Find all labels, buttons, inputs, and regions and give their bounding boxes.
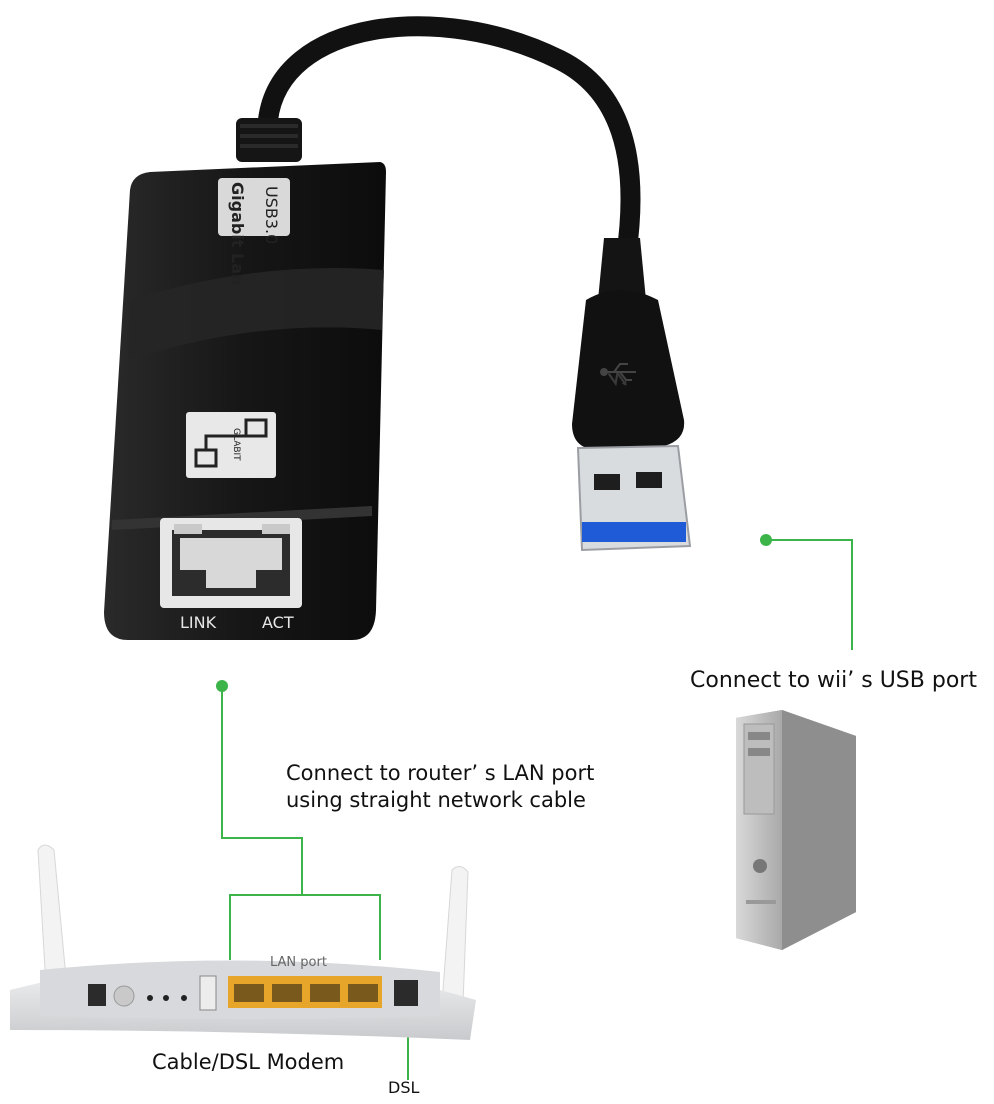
rj45-port	[160, 518, 302, 608]
dsl-caption: DSL	[388, 1078, 420, 1097]
usb-plug: ⭍	[572, 238, 692, 552]
usb-symbol-icon	[600, 363, 636, 381]
adapter-label-line1: USB3.0	[262, 186, 281, 244]
adapter-body	[104, 162, 386, 640]
router	[10, 844, 476, 1040]
network-icon	[194, 418, 268, 468]
desktop-tower	[736, 710, 856, 950]
router-caption-line1: Connect to router’ s LAN port	[286, 761, 595, 785]
router-caption-line2: using straight network cable	[286, 788, 586, 812]
adapter-label-plate	[218, 178, 290, 236]
gigabit-logo-plate	[186, 412, 276, 478]
led-link-label: LINK	[180, 613, 217, 632]
lan-ports	[228, 976, 382, 1008]
adapter-label-line2: Gigabit Lan	[228, 182, 247, 285]
dsl-port	[394, 980, 418, 1006]
led-act-label: ACT	[262, 613, 294, 632]
usb-port-caption: Connect to wii’ s USB port	[690, 668, 977, 693]
strain-relief	[236, 118, 302, 162]
lan-port-label: LAN port	[270, 955, 327, 970]
modem-caption: Cable/DSL Modem	[152, 1050, 345, 1074]
router-caption: Connect to router’ s LAN port using stra…	[286, 760, 594, 814]
usb-cable	[258, 16, 641, 310]
adapter-logo-text: GLABIT	[231, 428, 241, 461]
